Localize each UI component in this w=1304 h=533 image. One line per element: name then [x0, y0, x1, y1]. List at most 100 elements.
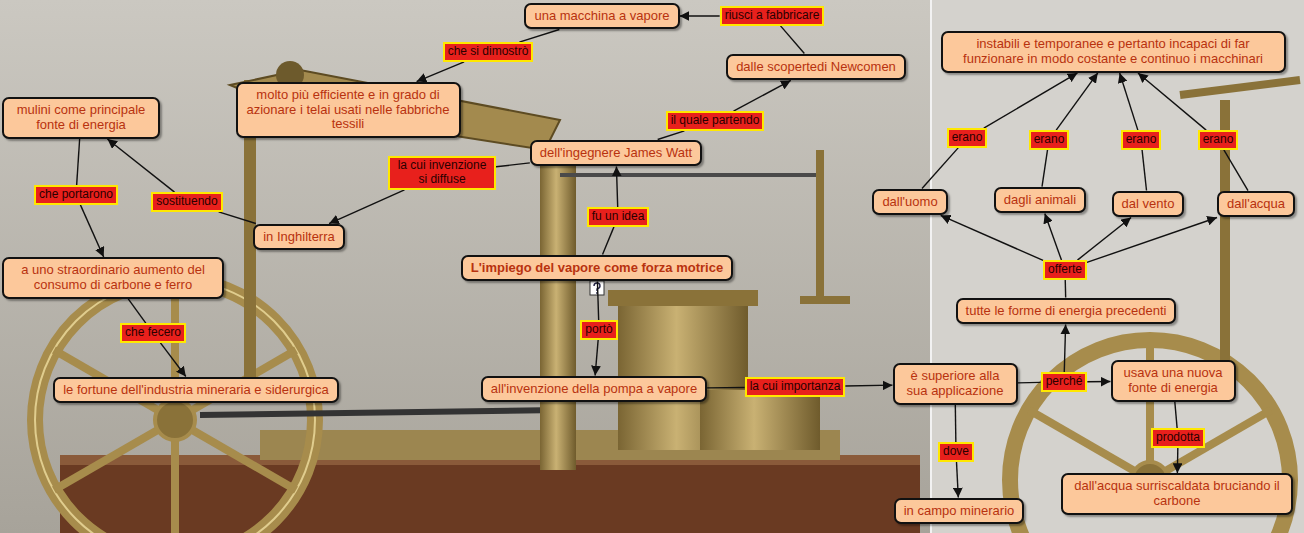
node-text: le fortune dell'industria mineraria e si…	[63, 383, 329, 398]
node-text: dal vento	[1122, 197, 1175, 212]
concept-box: a uno straordinario aumento del consumo …	[2, 257, 224, 299]
node-text: dove	[943, 445, 969, 459]
node-text: che portarono	[39, 188, 113, 202]
upright-right	[816, 150, 824, 300]
node-text: perché	[1046, 375, 1083, 389]
connector	[1120, 73, 1138, 130]
concept-box: L'impiego del vapore come forza motrice	[461, 255, 733, 282]
concept-box: una macchina a vapore	[524, 3, 679, 30]
node-text: dall'uomo	[882, 195, 937, 210]
concept-box: in campo minerario	[894, 498, 1025, 525]
linking-phrase: la cui invenzione si diffuse	[388, 156, 496, 190]
node-text: mulini come principale fonte di energia	[12, 103, 150, 133]
connector	[1065, 280, 1067, 298]
node-text: dagli animali	[1004, 193, 1076, 208]
concept-box: dell'ingegnere James Watt	[530, 140, 702, 167]
linking-phrase: che fecero	[120, 323, 186, 343]
linking-phrase: che portarono	[34, 185, 118, 205]
node-text: instabili e temporanee e pertanto incapa…	[951, 37, 1276, 67]
node-text: in campo minerario	[904, 504, 1015, 519]
linking-phrase: che si dimostrò	[443, 42, 534, 62]
connector	[616, 166, 617, 207]
concept-box: in Inghilterra	[253, 224, 345, 251]
concept-box: dall'acqua surriscaldata bruciando il ca…	[1061, 473, 1293, 515]
node-text: la cui invenzione si diffuse	[393, 159, 491, 187]
concept-box: dal vento	[1112, 191, 1185, 218]
photo-ground	[0, 0, 930, 533]
concept-box: usava una nuova fonte di energia	[1111, 360, 1236, 402]
node-text: offerte	[1048, 263, 1082, 277]
connector	[1056, 73, 1098, 130]
linking-phrase: prodotta	[1151, 428, 1205, 448]
node-text: dell'ingegnere James Watt	[540, 146, 692, 161]
linking-phrase: fu un idea	[587, 207, 650, 227]
beam	[230, 70, 560, 150]
photo-ground-right	[932, 0, 1304, 533]
node-text: che si dimostrò	[448, 45, 529, 59]
connector	[417, 62, 465, 82]
node-text: erano	[1203, 133, 1234, 147]
node-text: molto più efficiente e in grado di azion…	[246, 88, 451, 133]
node-text: sostituendo	[156, 195, 217, 209]
connector	[1018, 382, 1041, 384]
concept-box: dagli animali	[994, 187, 1086, 214]
connector	[680, 15, 720, 16]
connector	[77, 139, 80, 185]
connector	[658, 131, 685, 140]
node-text: dalle scopertedi Newcomen	[736, 60, 896, 75]
concept-box: le fortune dell'industria mineraria e si…	[53, 377, 339, 404]
concept-box: dall'uomo	[872, 189, 947, 216]
connector	[597, 281, 598, 320]
node-text: all'invenzione della pompa a vapore	[491, 382, 697, 397]
linking-phrase: erano	[947, 128, 988, 148]
connector	[329, 190, 404, 224]
linking-phrase: portò	[580, 320, 617, 340]
concept-box: instabili e temporanee e pertanto incapa…	[941, 31, 1286, 73]
connector	[1087, 381, 1110, 383]
node-text: tutte le forme di energia precedenti	[966, 304, 1167, 319]
linking-phrase: sostituendo	[151, 192, 222, 212]
connector	[707, 387, 745, 389]
connector	[160, 343, 185, 377]
concept-box: molto più efficiente e in grado di azion…	[236, 82, 461, 139]
upright-foot	[800, 296, 850, 304]
linking-phrase: dove	[938, 442, 974, 462]
node-text: una macchina a vapore	[534, 9, 669, 24]
concept-box: dall'acqua	[1217, 191, 1295, 218]
node-text: è superiore alla sua applicazione	[903, 369, 1008, 399]
connector	[845, 384, 892, 386]
connector	[519, 29, 559, 42]
connector	[80, 205, 103, 257]
concept-box: all'invenzione della pompa a vapore	[481, 376, 707, 403]
pump-body	[700, 390, 820, 450]
panel-divider	[930, 0, 932, 533]
connector	[1087, 217, 1217, 262]
node-text: dall'acqua surriscaldata bruciando il ca…	[1071, 479, 1283, 509]
connector	[734, 80, 791, 111]
node-text: erano	[1034, 133, 1065, 147]
node-text: L'impiego del vapore come forza motrice	[471, 261, 723, 276]
node-text: fu un idea	[592, 210, 645, 224]
column	[540, 140, 576, 470]
connector	[128, 299, 146, 323]
connector	[1064, 324, 1065, 372]
node-text: prodotta	[1156, 431, 1200, 445]
linking-phrase: riusci a fabbricare	[720, 6, 825, 26]
wood-base	[60, 455, 920, 533]
connector	[941, 215, 1043, 260]
connector	[1077, 217, 1131, 260]
connector	[1138, 73, 1206, 130]
cylinder-cap	[608, 290, 758, 306]
node-text: portò	[585, 323, 612, 337]
node-text: usava una nuova fonte di energia	[1121, 366, 1226, 396]
connector	[1045, 213, 1062, 260]
connector	[1177, 448, 1179, 473]
linking-phrase: erano	[1121, 130, 1162, 150]
node-text: erano	[952, 131, 983, 145]
node-text: la cui importanza	[750, 380, 841, 394]
node-text: dall'acqua	[1227, 197, 1285, 212]
concept-box: mulini come principale fonte di energia	[2, 97, 160, 139]
linking-phrase: perché	[1041, 372, 1088, 392]
node-text: che fecero	[125, 326, 181, 340]
connector	[1224, 150, 1248, 191]
